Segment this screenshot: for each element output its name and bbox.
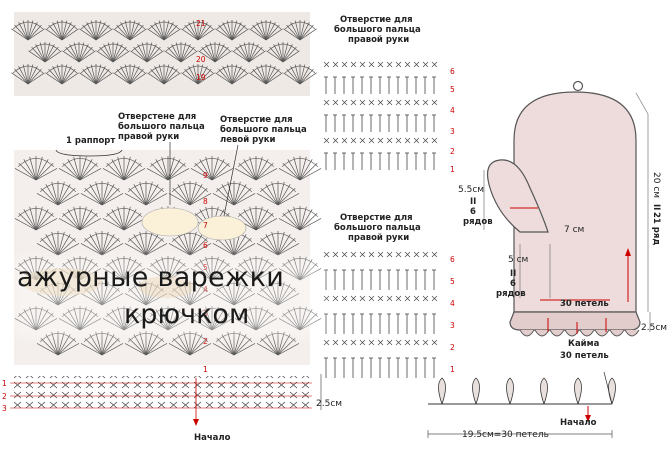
detail-bottom-row-6: 6 (450, 255, 455, 264)
row-label-4: 4 (203, 285, 208, 294)
cuff-label: Кайма (568, 339, 600, 349)
cuff-bottom-stitches: 30 петель (560, 351, 609, 361)
row-label-8: 8 (203, 197, 208, 206)
detail-chart-top: Отверстие для большого пальца правой рук… (323, 15, 455, 174)
edging-chart: Начало 19.5см=30 петель (427, 371, 616, 440)
detail-top-row-5: 5 (450, 85, 455, 94)
chart-base-height: 2.5см (316, 399, 342, 409)
mitten-schematic: 5.5см II 6 рядов 7 см 5 см II 6 рядов 20… (458, 80, 667, 361)
title-line-1: ажурные варежки (17, 262, 285, 293)
base-row-label-1: 1 (2, 379, 7, 388)
detail-top-row-6: 6 (450, 67, 455, 76)
thumb-hole-right-label: Отверстене для большого пальца правой ру… (118, 112, 208, 142)
detail-chart-bottom: Отверстие для большого пальца правой рук… (323, 213, 455, 378)
detail-bottom-row-5: 5 (450, 277, 455, 286)
thumb-hole-right-area (141, 207, 199, 237)
mitten-thumb (487, 159, 549, 233)
row-label-2: 2 (203, 337, 208, 346)
row-label-9: 9 (203, 171, 208, 180)
cuff-height: 2.5см (641, 323, 667, 333)
row-label-5: 5 (203, 263, 208, 272)
detail-top-row-4: 4 (450, 106, 455, 115)
edging-start-label: Начало (560, 418, 597, 428)
row-label-21: 21 (196, 19, 206, 28)
row-label-20: 20 (196, 55, 206, 64)
row-label-1: 1 (203, 365, 208, 374)
title-backdrop (14, 258, 324, 338)
detail-top-row-2: 2 (450, 147, 455, 156)
detail-bottom-heading: Отверстие для большого пальца правой рук… (334, 213, 424, 243)
hanging-loop (572, 80, 584, 92)
cuff-scallops (519, 329, 640, 337)
thumb-height: 5.5см (458, 185, 484, 195)
row-label-3: 3 (203, 309, 208, 318)
detail-bottom-row-4: 4 (450, 299, 455, 308)
main-crochet-chart: 21 20 19 9 8 7 6 5 4 3 2 1 1 2 3 1 раппо… (2, 12, 342, 443)
hole-rows: II 6 рядов (496, 269, 526, 299)
base-row-label-2: 2 (2, 392, 7, 401)
row-label-7: 7 (203, 221, 208, 230)
body-height: 20 см (651, 172, 661, 198)
thumb-width: 7 см (564, 225, 584, 235)
thumb-eq: II (470, 197, 476, 207)
detail-bottom-row-2: 2 (450, 343, 455, 352)
chart-base-rows (14, 376, 310, 410)
body-eq: II (651, 204, 661, 210)
base-row-label-3: 3 (2, 404, 7, 413)
title-watermark-blur (22, 268, 194, 298)
row-label-19: 19 (196, 73, 206, 82)
repeat-label: 1 раппорт (66, 136, 115, 146)
title-line-2: крючком (124, 299, 250, 330)
detail-top-heading: Отверстие для большого пальца правой рук… (334, 15, 424, 45)
mitten-body (513, 91, 637, 313)
repeat-bracket (55, 149, 123, 157)
row-label-6: 6 (203, 241, 208, 250)
thumb-hole-left-label: Отверстие для большого пальца левой руки (220, 115, 310, 145)
thumb-hole-left-area (197, 215, 247, 241)
hole-height: 5 см (508, 255, 528, 265)
fan-motifs-main (14, 156, 322, 356)
fan-motifs-top (11, 20, 317, 85)
edging-length: 19.5см=30 петель (462, 430, 549, 440)
cuff-stitches: 30 петель (560, 299, 609, 309)
detail-bottom-row-1: 1 (450, 365, 455, 374)
thumb-rows: 6 рядов (463, 207, 493, 227)
mitten-cuff (509, 311, 641, 331)
detail-top-row-3: 3 (450, 127, 455, 136)
body-rows: 21 ряд (651, 212, 661, 245)
detail-bottom-row-3: 3 (450, 321, 455, 330)
chart-start-label: Начало (194, 433, 231, 443)
detail-top-row-1: 1 (450, 165, 455, 174)
